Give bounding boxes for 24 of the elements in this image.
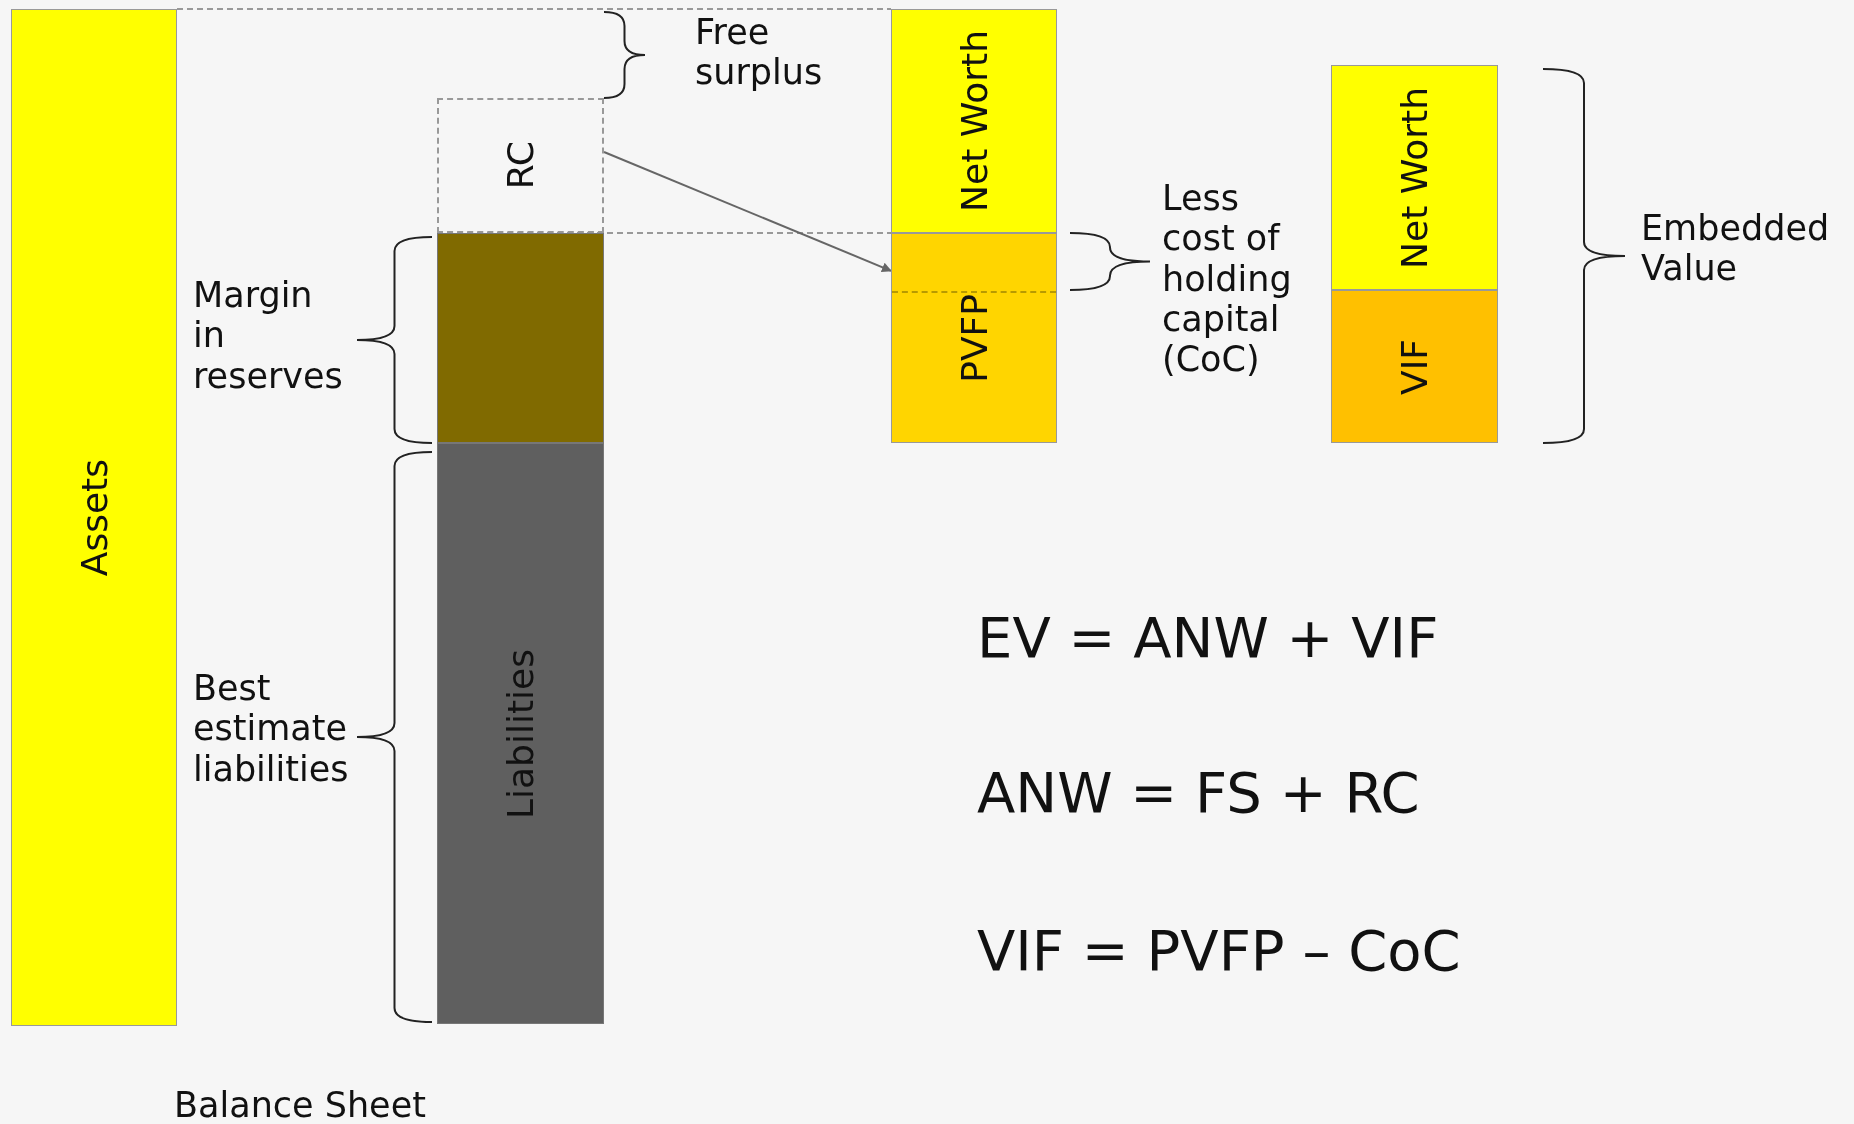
arrow [603, 151, 892, 272]
net-worth-bar [1331, 65, 1498, 290]
brace-label: Best estimate liabilities [193, 668, 350, 789]
brace-label: Less cost of holding capital (CoC) [1162, 178, 1293, 380]
vif-bar [1331, 290, 1498, 443]
pvfp-bar [891, 233, 1057, 443]
bar-label: VIF [1394, 338, 1435, 395]
equation: VIF = PVFP – CoC [977, 918, 1461, 983]
bar-label: Net Worth [953, 30, 995, 212]
equation: EV = ANW + VIF [977, 605, 1439, 670]
assets-bar [11, 9, 177, 1026]
margin-bar [437, 233, 604, 443]
bar-label: RC [500, 141, 541, 190]
bar-label: PVFP [953, 293, 995, 383]
bar-label: Net Worth [1394, 86, 1435, 269]
bar-label: Liabilities [500, 648, 541, 819]
bar-label: Assets [73, 458, 115, 577]
net-worth-bar [891, 9, 1057, 233]
liabilities-bar [437, 443, 604, 1024]
brace-label: Margin in reserves [193, 275, 343, 396]
brace-label: Embedded Value [1641, 208, 1831, 289]
brace-label: Free surplus [695, 12, 824, 93]
caption: Balance Sheet [174, 1085, 426, 1124]
equation: ANW = FS + RC [977, 760, 1420, 825]
